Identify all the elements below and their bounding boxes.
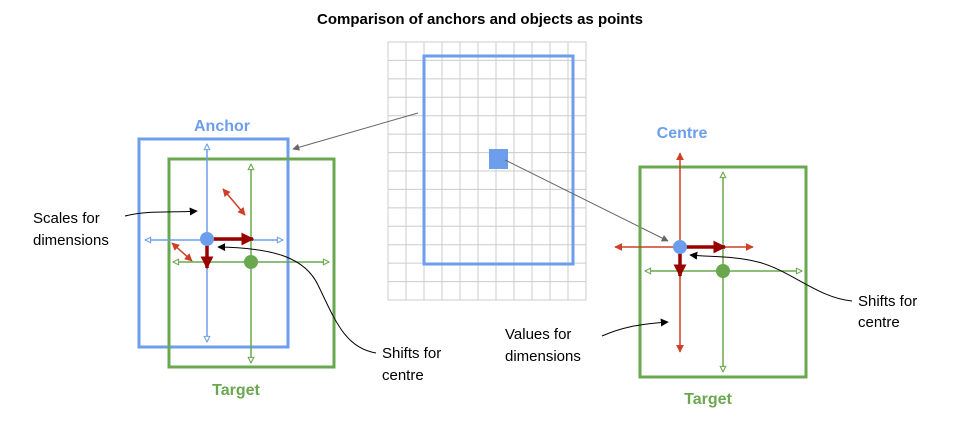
target-label-left: Target <box>212 382 260 399</box>
scales-label-line1: Scales for <box>33 210 100 227</box>
values-callout-arrow <box>601 318 669 337</box>
anchor-cell-highlight <box>489 149 508 169</box>
shifts-label-right-line2: centre <box>858 314 900 331</box>
shifts-label-left-line2: centre <box>382 367 424 384</box>
target-box-right <box>638 165 808 379</box>
values-label-line1: Values for <box>505 326 571 343</box>
anchor-box-on-grid <box>422 54 575 266</box>
grid-lines <box>388 42 586 300</box>
connector-to-left-anchor <box>292 112 419 151</box>
scale-arrow-lower <box>171 242 193 262</box>
target-centre-point-right <box>716 264 730 278</box>
left-panel: Anchor Target Scales for dimensions Shif… <box>33 118 441 399</box>
scale-arrow-upper <box>222 188 246 216</box>
diagram-title: Comparison of anchors and objects as poi… <box>317 11 643 28</box>
anchor-box <box>137 137 290 349</box>
shifts-label-right-line1: Shifts for <box>858 293 917 310</box>
values-label-line2: dimensions <box>505 348 581 365</box>
target-centre-point-left <box>244 255 258 269</box>
anchor-label: Anchor <box>194 118 250 135</box>
centre-label: Centre <box>657 125 708 142</box>
centre-point <box>673 240 687 254</box>
target-box-left <box>167 157 336 369</box>
shifts-callout-arrow-right <box>689 251 853 302</box>
scales-callout-arrow <box>124 207 198 217</box>
target-label-right: Target <box>684 391 732 408</box>
shifts-callout-arrow-left <box>217 243 377 354</box>
scales-label-line2: dimensions <box>33 232 109 249</box>
anchor-grid <box>387 41 587 301</box>
anchor-centre-point <box>200 232 214 246</box>
shifts-label-left-line1: Shifts for <box>382 345 441 362</box>
right-panel: Centre Target Values for dimensions Shif… <box>505 125 917 408</box>
